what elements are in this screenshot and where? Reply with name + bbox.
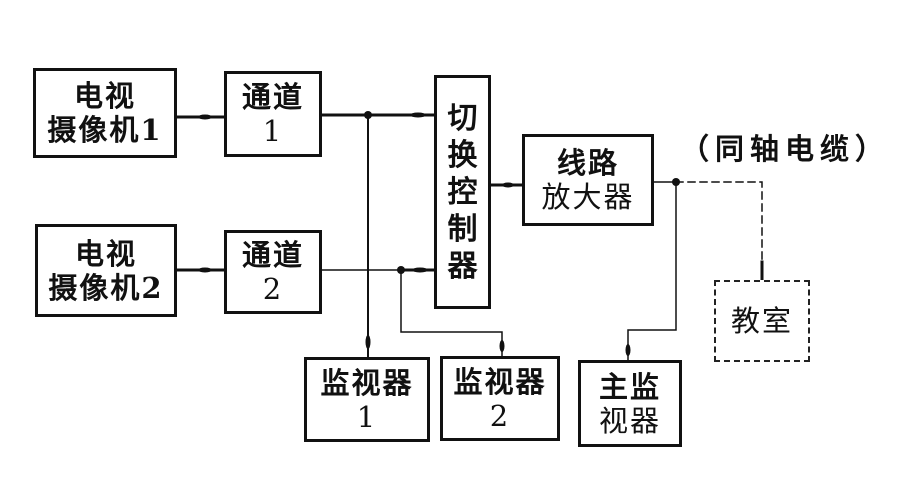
switch-controller-char: 换 (447, 137, 478, 173)
switch-controller-char: 控 (447, 174, 478, 210)
main-monitor-block: 主监 视器 (578, 360, 682, 447)
switch-controller-char: 切 (447, 100, 478, 136)
junction-dot (672, 178, 680, 186)
classroom-block: 教室 (714, 280, 810, 362)
channel-2-block: 通道 2 (224, 230, 322, 314)
junction-dot (364, 111, 372, 119)
monitor-2-label-line2: 2 (489, 398, 511, 433)
edge-amplifier-classroom (675, 181, 763, 283)
channel-2-label-line1: 通道 (241, 238, 304, 272)
edge-amplifier-main-monitor (627, 181, 677, 363)
main-monitor-label-line2: 视器 (598, 403, 661, 438)
monitor-1-label-line1: 监视器 (320, 365, 414, 400)
channel-1-block: 通道 1 (224, 71, 322, 157)
switch-controller-char: 制 (447, 211, 478, 247)
channel-1-label-line2: 1 (262, 114, 284, 148)
camera-2-block: 电视 摄像机2 (35, 224, 177, 317)
camera-1-label-line1: 电视 (73, 79, 136, 113)
switch-controller-block: 切 换 控 制 器 (434, 75, 491, 309)
line-amplifier-label-line2: 放大器 (541, 180, 635, 214)
monitor-2-label-line1: 监视器 (453, 364, 547, 399)
monitor-1-block: 监视器 1 (304, 357, 430, 442)
monitor-2-block: 监视器 2 (440, 356, 560, 441)
camera-1-block: 电视 摄像机1 (33, 68, 177, 158)
monitor-1-label-line2: 1 (356, 399, 378, 434)
line-amplifier-block: 线路 放大器 (522, 134, 654, 226)
coax-cable-annotation: （同轴电缆） (680, 132, 891, 166)
line-amplifier-label-line1: 线路 (556, 146, 619, 180)
switch-controller-char: 器 (447, 248, 478, 284)
channel-1-label-line1: 通道 (241, 80, 304, 114)
camera-2-label-line2: 摄像机2 (48, 270, 164, 305)
camera-1-label-line2: 摄像机1 (47, 113, 163, 147)
camera-2-label-line1: 电视 (74, 236, 137, 271)
channel-2-label-line2: 2 (262, 272, 284, 306)
junction-dot (397, 266, 405, 274)
main-monitor-label-line1: 主监 (598, 369, 661, 404)
classroom-label: 教室 (730, 304, 793, 338)
